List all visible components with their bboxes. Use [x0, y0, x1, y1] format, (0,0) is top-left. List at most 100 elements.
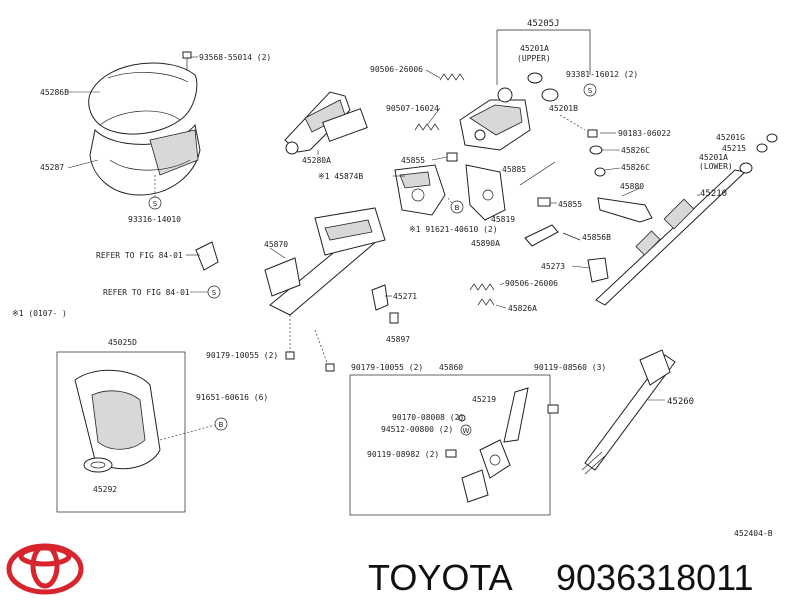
ring-45215 [756, 143, 768, 153]
label-45880: 45880 [620, 182, 644, 191]
label-90179-a: 90179-10055 (2) [206, 351, 278, 360]
spring-90506-lower [469, 283, 495, 291]
label-93381: 93381-16012 (2) [566, 70, 638, 79]
symbol-b-label: B [219, 421, 224, 429]
symbol-s [583, 83, 597, 97]
label-45210: 45210 [700, 189, 727, 199]
ring-45201G [766, 133, 778, 143]
label-lower: (LOWER) [699, 162, 733, 171]
lock-cylinder-45273 [587, 257, 609, 283]
bolt-45855-a [446, 152, 458, 162]
intermediate-shaft-box [349, 374, 551, 516]
symbol-w-label: W [463, 427, 470, 435]
column-cover-lower-45287 [89, 123, 201, 196]
label-90506-upper: 90506-26006 [370, 65, 423, 74]
bracket-45819 [465, 164, 506, 221]
label-45897: 45897 [386, 335, 410, 344]
label-91651: 91651-60616 (6) [196, 393, 268, 402]
label-45855-b: 45855 [558, 200, 582, 209]
label-45280A: 45280A [302, 156, 331, 165]
label-45826C-a: 45826C [621, 146, 650, 155]
screw-90183 [587, 129, 598, 138]
lever-45885 [519, 161, 556, 186]
switch-ref-upper [195, 241, 219, 271]
label-45874B: ※1 45874B [318, 172, 363, 181]
column-boot-45025D [74, 369, 161, 470]
label-45826C-b: 45826C [621, 163, 650, 172]
label-45201B: 45201B [549, 104, 578, 113]
nut-90179-a [285, 351, 295, 360]
label-45870: 45870 [264, 240, 288, 249]
label-45205J: 45205J [527, 19, 560, 29]
label-45287: 45287 [40, 163, 64, 172]
label-45273: 45273 [541, 262, 565, 271]
label-45025D: 45025D [108, 338, 137, 347]
sliding-yoke-45219 [503, 387, 529, 443]
label-91621: ※1 91621-40610 (2) [409, 225, 498, 234]
figure-number: 452404-B [734, 529, 773, 538]
label-45819: 45819 [491, 215, 515, 224]
label-45860: 45860 [439, 363, 463, 372]
label-45271: 45271 [393, 292, 417, 301]
label-93568: 93568-55014 (2) [199, 53, 271, 62]
spring-90507 [414, 123, 440, 131]
label-note-1: ※1 (0107- ) [12, 309, 67, 318]
label-90507: 90507-16024 [386, 104, 439, 113]
label-90119-a: 90119-08560 (3) [534, 363, 606, 372]
column-tube-45870 [264, 207, 386, 316]
label-90119-b: 90119-08982 (2) [367, 450, 439, 459]
label-refer-fig-1: REFER TO FIG 84-01 [96, 251, 183, 260]
label-upper: (UPPER) [517, 54, 551, 63]
symbol-b-label: B [455, 204, 460, 212]
symbol-b [450, 200, 464, 214]
bolt-90119-a [547, 404, 559, 414]
spring-90506-upper [439, 73, 465, 81]
symbol-w [460, 424, 472, 436]
part-number: 9036318011 [556, 557, 754, 598]
symbol-s-label: S [212, 289, 217, 297]
label-45856B: 45856B [582, 233, 611, 242]
label-45201A-upper: 45201A [520, 44, 549, 53]
label-45885: 45885 [502, 165, 526, 174]
collar-45826C-b [594, 167, 606, 177]
label-93316: 93316-14010 [128, 215, 181, 224]
label-45286B: 45286B [40, 88, 69, 97]
toyota-logo [6, 543, 84, 595]
column-cover-upper-45286B [88, 62, 198, 135]
pin-45856B [562, 232, 581, 241]
label-45855-a: 45855 [401, 156, 425, 165]
bolt-45855-b [537, 197, 551, 207]
label-45260: 45260 [667, 397, 694, 407]
lower-shaft-45260 [581, 349, 676, 475]
label-45826A: 45826A [508, 304, 537, 313]
bracket-45271 [371, 284, 389, 311]
main-shaft-45210 [595, 169, 747, 306]
screw-93568 [182, 51, 192, 70]
lever-45880 [597, 197, 653, 223]
lever-45890A [524, 224, 559, 247]
symbol-s-label: S [153, 200, 158, 208]
symbol-s-label: S [588, 87, 593, 95]
symbol-s [148, 196, 162, 210]
label-90179-b: 90179-10055 (2) [351, 363, 423, 372]
label-90170: 90170-08008 (2) [392, 413, 464, 422]
label-45890A: 45890A [471, 239, 500, 248]
tilt-bracket-45874B [394, 164, 446, 216]
tilt-head-45205J [459, 87, 531, 151]
bearing-45201B [541, 88, 559, 102]
label-45201A-lower: 45201A [699, 153, 728, 162]
label-90506-lower: 90506-26006 [505, 279, 558, 288]
label-45292: 45292 [93, 485, 117, 494]
label-94512: 94512-00800 (2) [381, 425, 453, 434]
bolt-45897 [389, 312, 399, 324]
symbol-b [214, 417, 228, 431]
bolt-90119-b [445, 449, 457, 458]
spring-45826A [477, 298, 495, 306]
label-90183: 90183-06022 [618, 129, 671, 138]
boot-assembly-box [56, 351, 186, 513]
seal-45292 [83, 457, 113, 473]
universal-joint [461, 439, 511, 503]
nut-90179-b [325, 363, 335, 372]
bearing-45201A-lower [739, 162, 753, 174]
